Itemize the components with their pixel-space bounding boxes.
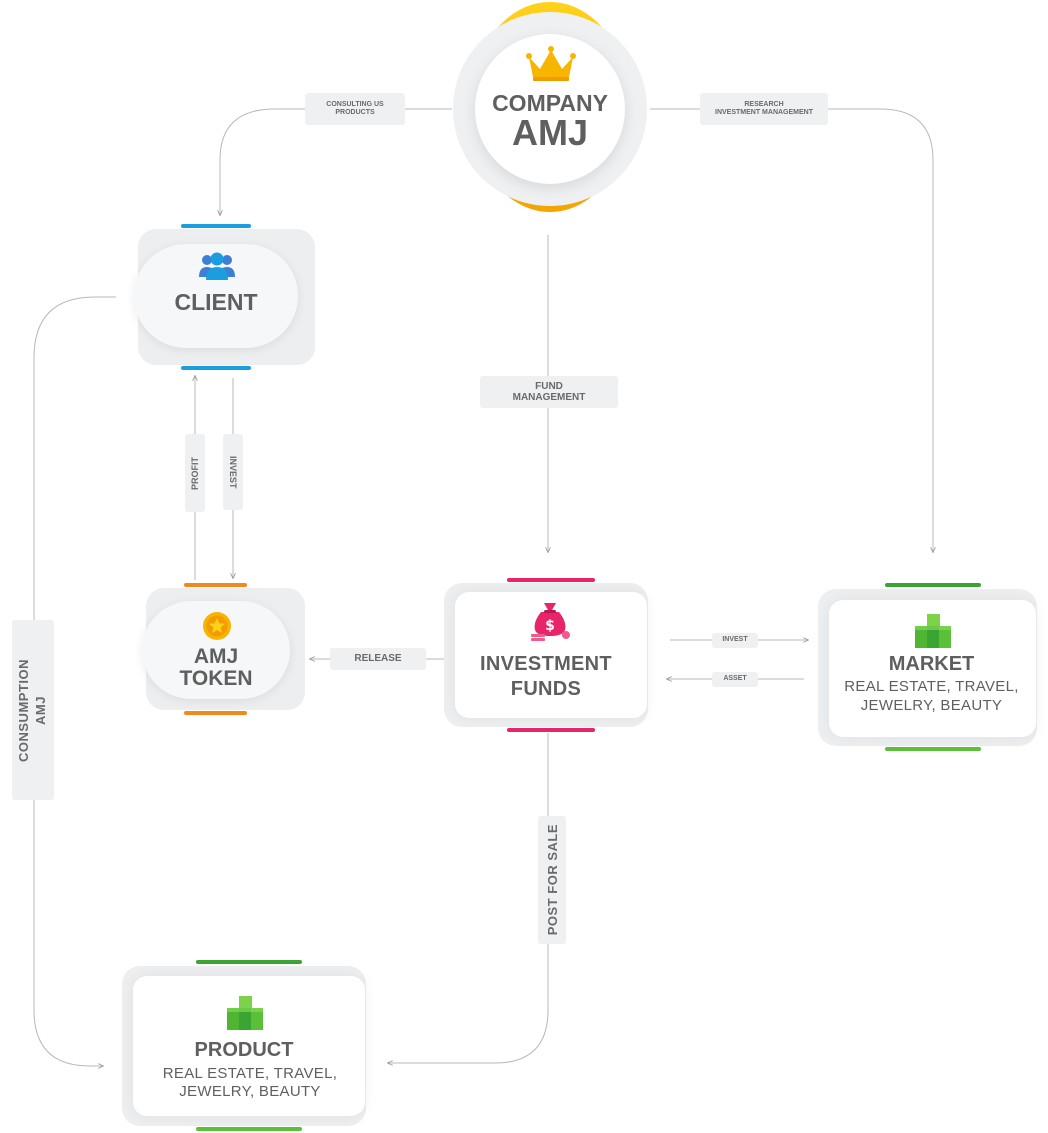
fund-management-line1: FUND	[535, 380, 563, 392]
market-top-bar	[885, 583, 981, 587]
release-label: RELEASE	[330, 648, 426, 670]
token-bottom-bar	[184, 711, 247, 715]
consulting-label: CONSULTING US PRODUCTS	[305, 93, 405, 125]
svg-text:$: $	[545, 618, 555, 634]
funds-title-line1: INVESTMENT	[480, 653, 612, 675]
consulting-to-client-line	[220, 108, 305, 215]
company-node: COMPANY AMJ	[450, 2, 650, 212]
market-sub-line2: JEWELRY, BEAUTY	[860, 697, 1003, 714]
fund-management-label: FUND MANAGEMENT	[480, 376, 618, 408]
post-to-product-line	[388, 944, 549, 1063]
research-label: RESEARCH INVESTMENT MANAGEMENT	[700, 93, 828, 125]
client-top-bar	[181, 224, 251, 228]
funds-title-line2: FUNDS	[510, 678, 582, 700]
consumption-line-top	[33, 296, 116, 620]
token-title-line1: AMJ	[193, 645, 239, 668]
crown-icon	[526, 46, 576, 81]
token-top-bar	[184, 583, 247, 587]
consumption-line1: CONSUMPTION	[16, 658, 32, 762]
cubes-icon	[227, 996, 263, 1030]
invest-label: INVEST	[712, 633, 758, 648]
product-bottom-bar	[196, 1127, 302, 1131]
consulting-label-line2: PRODUCTS	[335, 109, 375, 116]
post-for-sale-label: POST FOR SALE	[538, 816, 566, 944]
research-to-market-line	[828, 108, 933, 552]
money-bag-icon: $	[531, 603, 570, 641]
market-sub-line1: REAL ESTATE, TRAVEL,	[844, 678, 1019, 695]
company-title-line2: AMJ	[511, 112, 588, 153]
profit-label: PROFIT	[185, 434, 205, 512]
asset-label: ASSET	[712, 672, 758, 687]
consumption-label: CONSUMPTION AMJ	[12, 620, 54, 800]
consulting-label-line1: CONSULTING US	[326, 100, 384, 108]
funds-top-bar	[507, 578, 595, 582]
research-label-line1: RESEARCH	[744, 100, 784, 108]
profit-label-text: PROFIT	[190, 456, 200, 490]
consumption-text: CONSUMPTION AMJ	[16, 659, 50, 762]
product-top-bar	[196, 960, 302, 964]
consumption-line2: AMJ	[33, 695, 48, 725]
token-title-line2: TOKEN	[179, 667, 253, 690]
post-for-sale-text: POST FOR SALE	[544, 824, 560, 936]
coin-star-icon	[203, 612, 231, 640]
invest-vertical-label-text: INVEST	[228, 455, 238, 489]
users-icon	[199, 252, 235, 280]
consumption-line-bottom	[33, 800, 103, 1066]
release-label-text: RELEASE	[354, 653, 402, 665]
market-title: MARKET	[888, 653, 975, 675]
invest-label-text: INVEST	[722, 636, 748, 644]
invest-vertical-label: INVEST	[223, 434, 243, 510]
client-bottom-bar	[181, 366, 251, 370]
asset-label-text: ASSET	[723, 675, 747, 683]
market-bottom-bar	[885, 747, 981, 751]
product-title: PRODUCT	[194, 1039, 294, 1061]
product-sub-line1: REAL ESTATE, TRAVEL,	[162, 1065, 338, 1082]
fund-management-line2: MANAGEMENT	[512, 392, 586, 403]
cubes-icon	[915, 614, 951, 648]
research-label-line2: INVESTMENT MANAGEMENT	[715, 109, 813, 116]
company-title-line1: COMPANY	[492, 90, 608, 116]
funds-bottom-bar	[507, 728, 595, 732]
client-title: CLIENT	[174, 289, 258, 315]
product-sub-line2: JEWELRY, BEAUTY	[179, 1083, 321, 1100]
